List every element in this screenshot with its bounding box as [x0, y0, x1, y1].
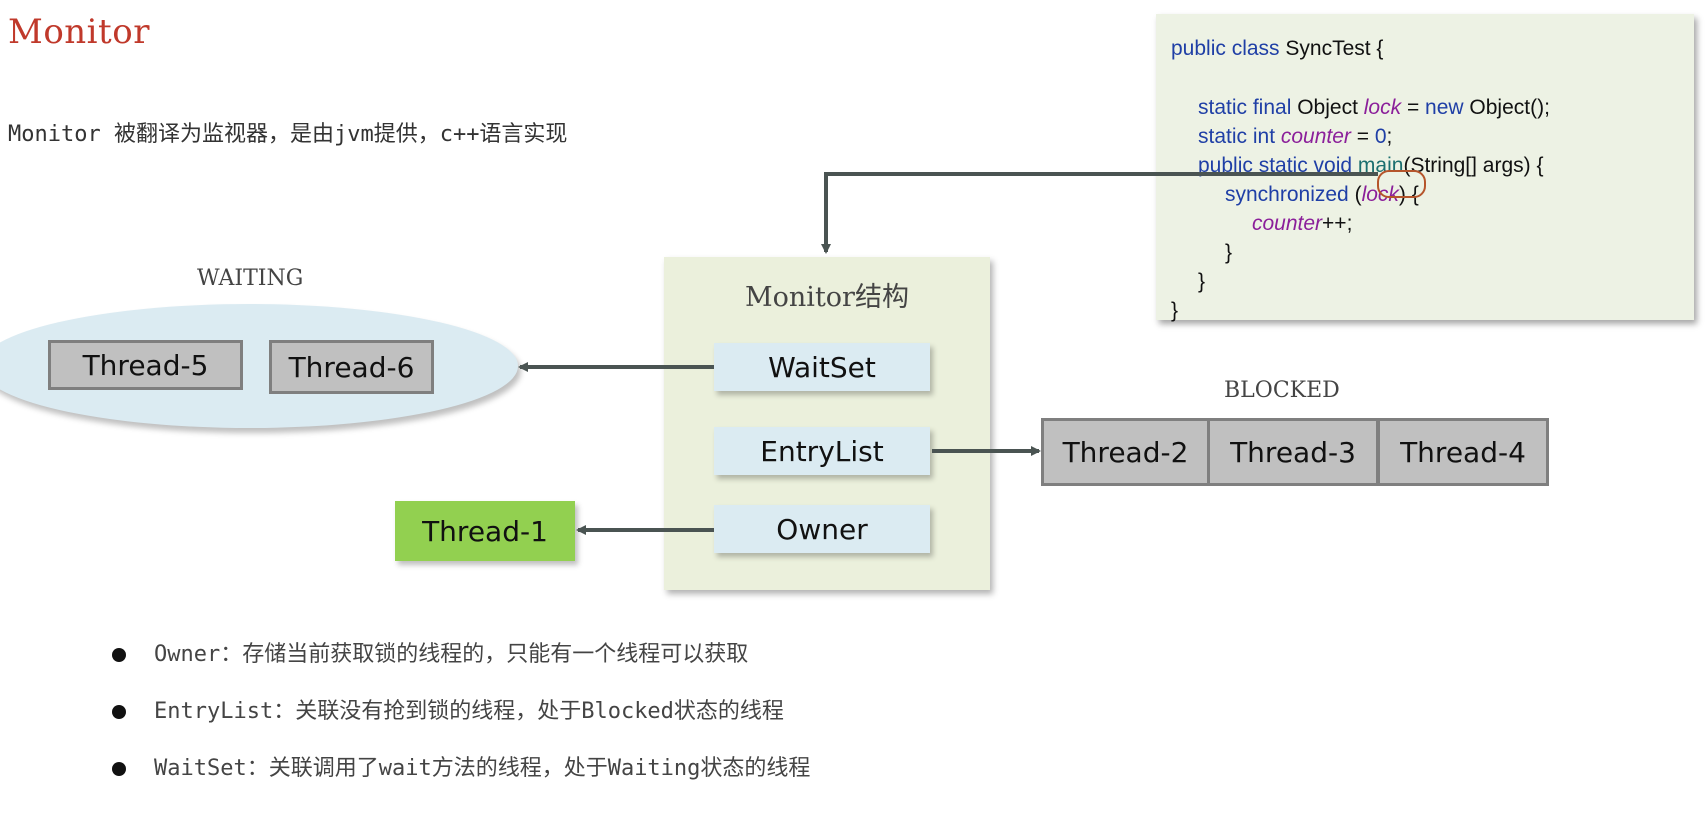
- lock-to-monitor-arrow: [821, 172, 1378, 254]
- code-text: ;: [1386, 125, 1393, 148]
- code-keyword: synchronized: [1225, 183, 1349, 206]
- page-title: Monitor: [8, 12, 150, 52]
- code-line-3: static int counter = 0;: [1198, 122, 1392, 151]
- monitor-owner: Owner: [714, 505, 930, 553]
- monitor-structure: Monitor结构 WaitSet EntryList Owner: [664, 257, 990, 590]
- bullet-list: Owner：存储当前获取锁的线程的，只能有一个线程可以获取 EntryList：…: [110, 640, 810, 811]
- thread-box-blocked: Thread-3: [1207, 418, 1379, 486]
- bullet-icon: [112, 762, 126, 776]
- code-number: 0: [1374, 125, 1387, 148]
- code-text: (String[] args) {: [1403, 154, 1544, 177]
- code-line-8: }: [1198, 270, 1206, 293]
- code-line-6: counter++;: [1252, 209, 1352, 238]
- bullet-icon: [112, 705, 126, 719]
- bullet-icon: [112, 648, 126, 662]
- bullet-text: WaitSet：关联调用了wait方法的线程，处于Waiting状态的线程: [154, 756, 811, 781]
- bullet-text: Owner：存储当前获取锁的线程的，只能有一个线程可以获取: [154, 642, 749, 667]
- code-line-2: static final Object lock = new Object();: [1198, 93, 1550, 122]
- lock-highlight-ring: [1377, 170, 1426, 198]
- code-line-9: }: [1171, 299, 1179, 322]
- code-keyword: static int: [1198, 125, 1276, 148]
- page-subtitle: Monitor 被翻译为监视器，是由jvm提供，c++语言实现: [8, 122, 568, 147]
- bullet-item: Owner：存储当前获取锁的线程的，只能有一个线程可以获取: [110, 640, 810, 697]
- code-keyword: public static void: [1198, 154, 1353, 177]
- code-line-7: }: [1225, 241, 1233, 264]
- monitor-waitset: WaitSet: [714, 343, 930, 391]
- code-text: =: [1350, 125, 1375, 148]
- monitor-entrylist: EntryList: [714, 427, 930, 475]
- code-keyword: static final: [1198, 96, 1292, 119]
- bullet-text: EntryList：关联没有抢到锁的线程，处于Blocked状态的线程: [154, 699, 784, 724]
- code-text: SyncTest {: [1279, 37, 1384, 60]
- code-keyword: public class: [1171, 37, 1280, 60]
- owner-thread-box: Thread-1: [395, 501, 575, 561]
- code-keyword: new: [1425, 96, 1464, 119]
- code-panel: public class SyncTest { static final Obj…: [1156, 14, 1694, 322]
- code-variable: counter: [1252, 212, 1323, 235]
- thread-box-waiting: Thread-6: [269, 340, 434, 394]
- code-variable: lock: [1363, 96, 1402, 119]
- code-text: Object();: [1463, 96, 1550, 119]
- code-line-4: public static void main(String[] args) {: [1198, 151, 1544, 180]
- blocked-label: BLOCKED: [1224, 378, 1340, 403]
- monitor-title: Monitor结构: [745, 282, 909, 313]
- code-text: ++;: [1322, 212, 1353, 235]
- bullet-item: EntryList：关联没有抢到锁的线程，处于Blocked状态的线程: [110, 697, 810, 754]
- code-variable: counter: [1280, 125, 1351, 148]
- thread-box-blocked: Thread-4: [1377, 418, 1549, 486]
- code-text: Object: [1291, 96, 1364, 119]
- thread-box-blocked: Thread-2: [1041, 418, 1210, 486]
- waiting-label: WAITING: [197, 266, 304, 291]
- code-text: =: [1401, 96, 1426, 119]
- thread-box-waiting: Thread-5: [48, 340, 243, 390]
- code-text: (: [1348, 183, 1362, 206]
- code-line-1: public class SyncTest {: [1171, 34, 1383, 63]
- bullet-item: WaitSet：关联调用了wait方法的线程，处于Waiting状态的线程: [110, 754, 810, 811]
